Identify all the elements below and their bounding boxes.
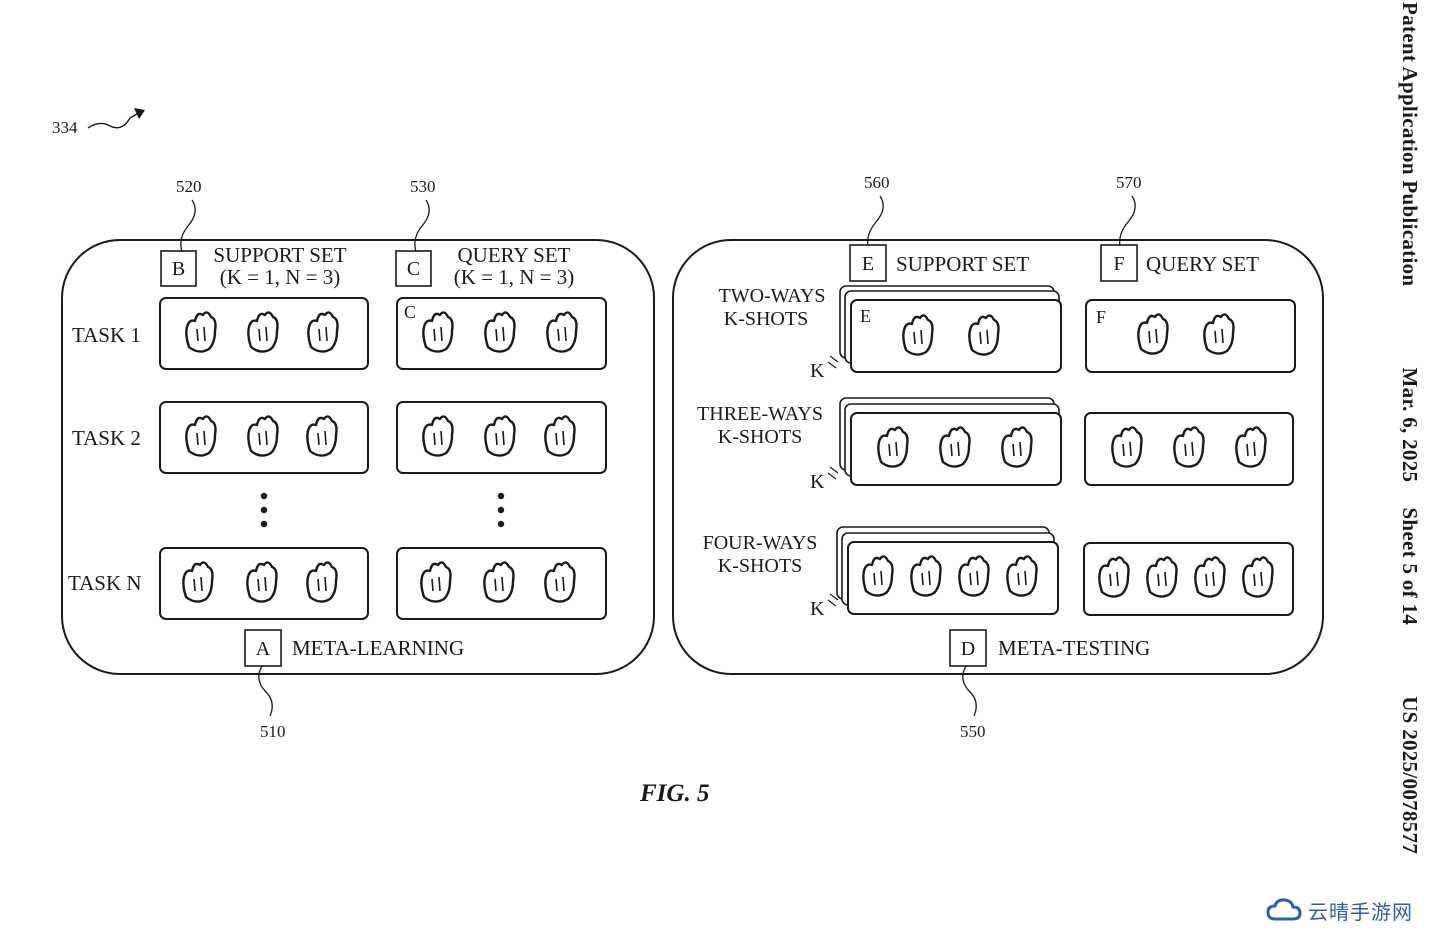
mt-query-letter-box [1100, 244, 1138, 282]
row-1-label-1: TWO-WAYS [718, 285, 825, 307]
row-3-label-2: K-SHOTS [718, 555, 802, 577]
publication-label: Patent Application Publication [1398, 2, 1422, 287]
figure-ref-334: 334 [52, 118, 78, 137]
query-inner-letter: C [404, 302, 416, 322]
support-letter-box [160, 250, 197, 287]
watermark-text: 云晴手游网 [1308, 899, 1413, 924]
query-set-params: (K = 1, N = 3) [454, 265, 575, 289]
query-letter: C [407, 258, 420, 280]
row-1-k-label: K [810, 360, 825, 382]
row-2-k-label: K [810, 471, 825, 493]
task-2-label: TASK 2 [72, 426, 141, 450]
figure-ref-arrowhead [134, 108, 145, 119]
row-3-label-1: FOUR-WAYS [703, 532, 818, 554]
mt-query-ref: 570 [1116, 173, 1142, 192]
row-1-label-2: K-SHOTS [724, 308, 808, 330]
meta-testing-letter-box [949, 629, 987, 667]
mt-query-inner-letter: F [1096, 307, 1106, 327]
row-3-k-label: K [810, 598, 825, 620]
row-1-query-box [1085, 299, 1296, 373]
meta-learning-letter: A [256, 638, 271, 660]
meta-testing-ref: 550 [960, 722, 986, 741]
support-ellipsis [260, 492, 268, 528]
publication-date: Mar. 6, 2025 [1398, 367, 1422, 483]
task-n-label: TASK N [68, 571, 142, 595]
support-set-title: SUPPORT SET [213, 243, 346, 267]
mt-support-letter-box [849, 244, 887, 282]
figure-ref-arrow [87, 111, 141, 129]
watermark: 云晴手游网 [1266, 893, 1413, 927]
row-3-query-box [1083, 542, 1294, 616]
mt-query-title: QUERY SET [1146, 252, 1259, 276]
query-letter-box [395, 250, 432, 287]
query-set-ref: 530 [410, 177, 436, 196]
figure-caption: FIG. 5 [640, 780, 710, 807]
meta-testing-panel [672, 239, 1324, 675]
patent-number: US 2025/0078577 [1398, 696, 1422, 855]
meta-learning-title: META-LEARNING [292, 636, 464, 660]
row-2-k-tick [827, 466, 839, 480]
row-2-label-1: THREE-WAYS [697, 403, 823, 425]
cloud-logo-icon [1266, 898, 1302, 921]
support-set-leader [180, 199, 196, 253]
support-set-ref: 520 [176, 177, 202, 196]
meta-learning-leader [258, 665, 273, 717]
sheet-number: Sheet 5 of 14 [1398, 507, 1422, 626]
support-letter: B [172, 258, 185, 280]
row-1-support-stack [839, 285, 1062, 373]
patent-figure: 334 520 530 B SUPPORT SET (K = 1, N = 3)… [52, 108, 1324, 741]
meta-learning-panel [61, 239, 655, 675]
row-1-k-tick [827, 355, 839, 369]
meta-learning-ref: 510 [260, 722, 286, 741]
query-set-title: QUERY SET [458, 243, 571, 267]
support-set-params: (K = 1, N = 3) [220, 265, 341, 289]
mt-query-letter: F [1113, 253, 1124, 275]
query-ellipsis [497, 492, 505, 528]
row-2-label-2: K-SHOTS [718, 426, 802, 448]
mt-support-inner-letter: E [860, 306, 871, 326]
mt-support-letter: E [862, 253, 874, 275]
query-set-leader [414, 199, 430, 253]
mt-support-ref: 560 [864, 173, 890, 192]
task-1-label: TASK 1 [72, 323, 141, 347]
meta-learning-letter-box [244, 629, 282, 667]
patent-side-header: Patent Application Publication Mar. 6, 2… [1397, 2, 1422, 854]
meta-testing-letter: D [961, 638, 975, 660]
mt-support-title: SUPPORT SET [896, 252, 1029, 276]
mt-query-leader [1119, 195, 1136, 247]
mt-support-leader [867, 195, 884, 247]
meta-testing-leader [962, 665, 977, 717]
meta-testing-title: META-TESTING [998, 636, 1150, 660]
row-3-k-tick [827, 593, 839, 607]
